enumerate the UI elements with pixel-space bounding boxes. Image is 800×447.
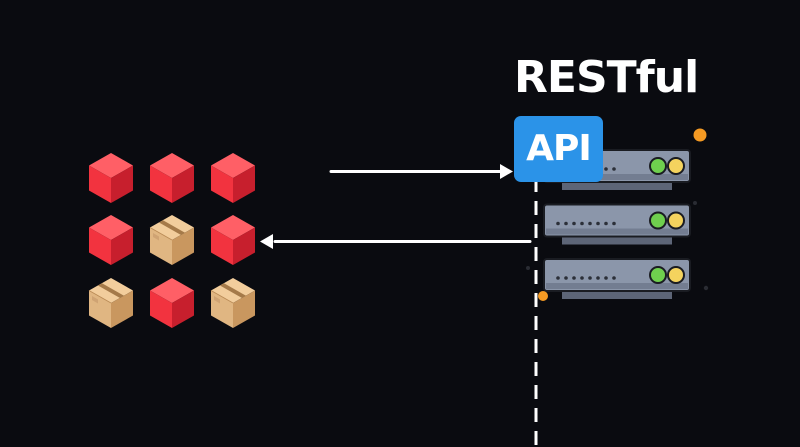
server-unit xyxy=(543,258,691,299)
red-box-icon xyxy=(211,215,255,265)
yellow-led-icon xyxy=(667,157,685,175)
green-led-icon xyxy=(649,157,667,175)
dark-dot xyxy=(526,266,530,270)
green-led-icon xyxy=(649,211,667,230)
tan-box-icon xyxy=(210,277,256,329)
dark-dot xyxy=(703,285,709,291)
dark-dot xyxy=(693,201,697,205)
tan-box-icon xyxy=(88,277,134,329)
yellow-led-icon xyxy=(667,211,685,230)
red-box-icon xyxy=(89,153,133,203)
response-arrow xyxy=(260,234,532,249)
client-box-grid xyxy=(88,153,256,329)
orange-dot-top xyxy=(693,128,707,142)
yellow-led-icon xyxy=(667,266,685,284)
green-led-icon xyxy=(649,266,667,284)
server-unit xyxy=(543,203,691,245)
request-arrow xyxy=(329,164,513,179)
orange-dot-bottom xyxy=(538,291,548,301)
red-box-icon xyxy=(211,153,255,203)
red-box-icon xyxy=(150,278,194,328)
tan-box-icon xyxy=(149,214,195,266)
red-box-icon xyxy=(89,215,133,265)
diagram-title: RESTful xyxy=(514,52,699,103)
red-box-icon xyxy=(150,153,194,203)
api-badge: API xyxy=(514,116,603,182)
